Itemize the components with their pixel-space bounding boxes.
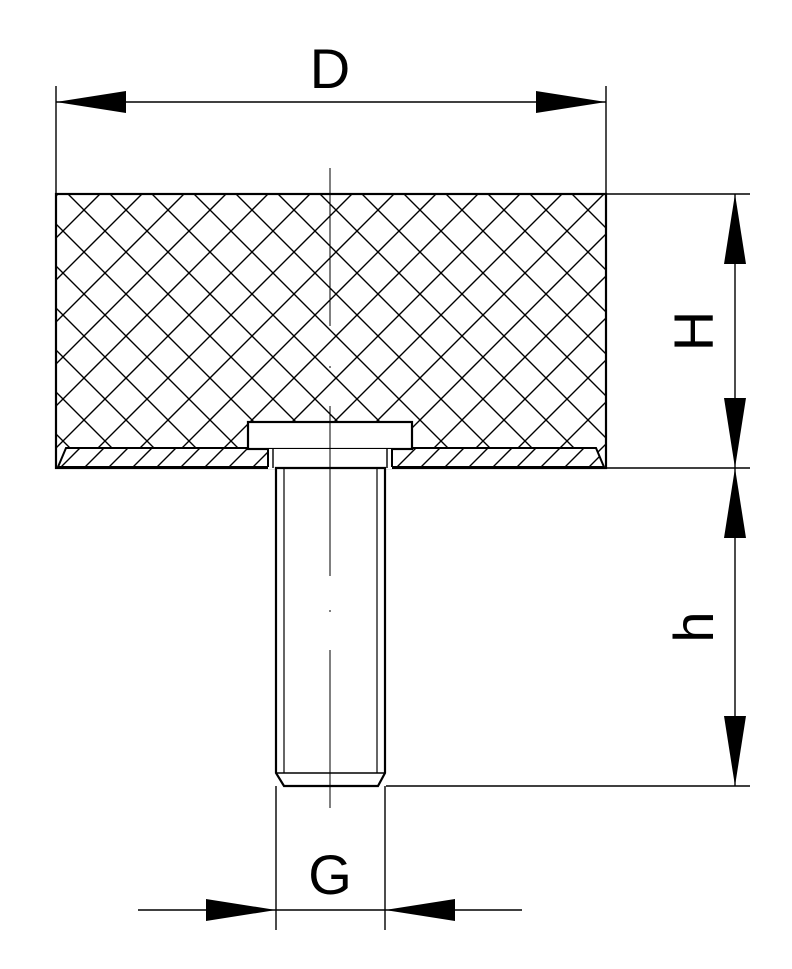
arrowhead-icon xyxy=(385,899,455,921)
arrowhead-icon xyxy=(56,91,126,113)
arrowhead-icon xyxy=(724,716,746,786)
dimension-d: D xyxy=(55,37,607,194)
dimension-h-lower: h xyxy=(386,468,750,787)
label-h: h xyxy=(662,611,725,642)
label-H: H xyxy=(662,311,725,351)
arrowhead-icon xyxy=(724,468,746,538)
arrowhead-icon xyxy=(724,194,746,264)
label-d: D xyxy=(310,37,350,100)
arrowhead-icon xyxy=(536,91,606,113)
arrowhead-icon xyxy=(206,899,276,921)
dimension-g: G xyxy=(138,786,522,930)
base-plate xyxy=(56,447,606,468)
dimension-h-upper: H xyxy=(598,193,750,469)
arrowhead-icon xyxy=(724,398,746,468)
label-g: G xyxy=(308,843,352,906)
